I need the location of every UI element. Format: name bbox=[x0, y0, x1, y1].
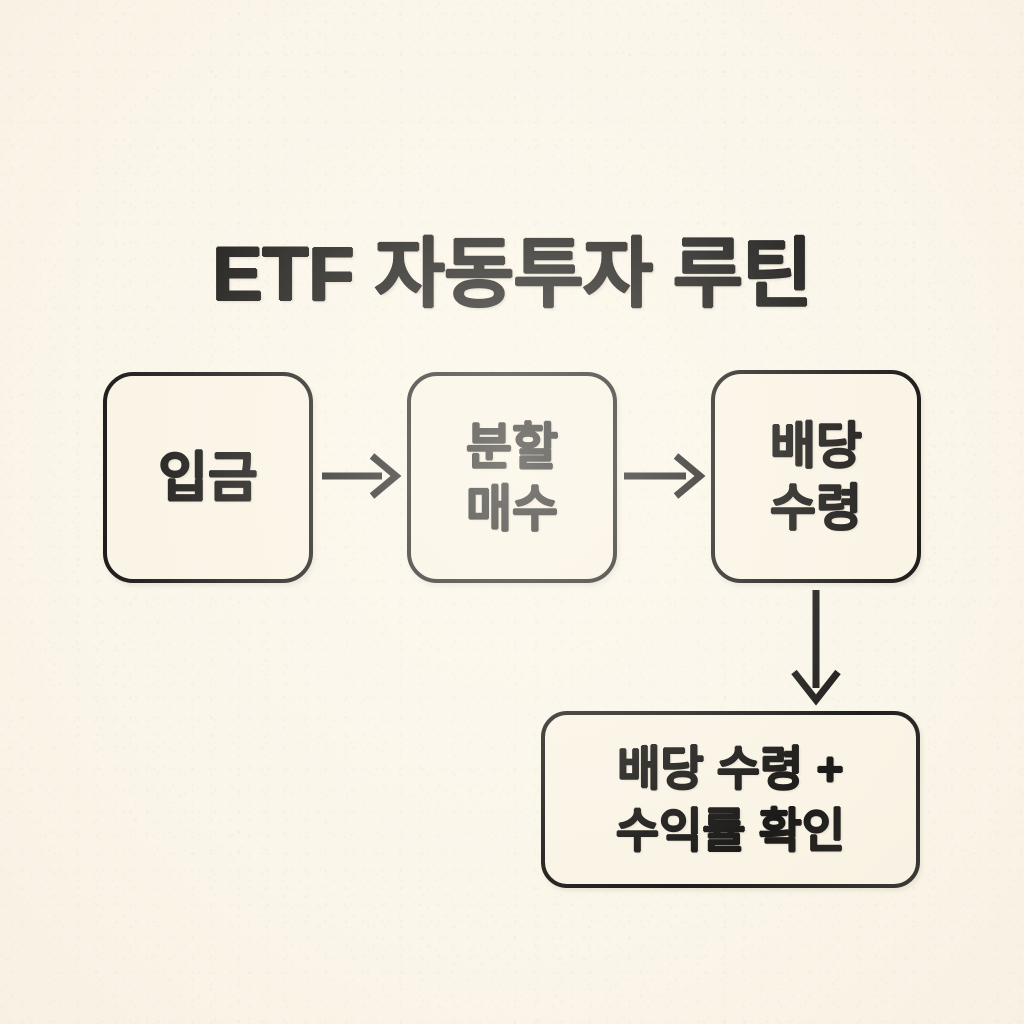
flow-node-deposit[interactable]: 입금 bbox=[103, 372, 313, 583]
flow-node-deposit-label: 입금 bbox=[158, 447, 258, 508]
arrow-dividend-to-summary bbox=[786, 588, 846, 706]
arrow-split-buy-to-dividend bbox=[622, 450, 706, 502]
flow-node-summary[interactable]: 배당 수령 + 수익률 확인 bbox=[541, 711, 920, 888]
flow-node-split-buy-label: 분할 매수 bbox=[466, 418, 558, 537]
flow-node-split-buy[interactable]: 분할 매수 bbox=[407, 372, 617, 583]
page-title: ETF 자동투자 루틴 bbox=[212, 231, 812, 317]
flow-node-summary-label: 배당 수령 + 수익률 확인 bbox=[615, 741, 846, 857]
flow-node-dividend[interactable]: 배당 수령 bbox=[711, 370, 921, 583]
arrow-deposit-to-split-buy bbox=[320, 450, 402, 502]
flow-node-dividend-label: 배당 수령 bbox=[770, 417, 862, 536]
